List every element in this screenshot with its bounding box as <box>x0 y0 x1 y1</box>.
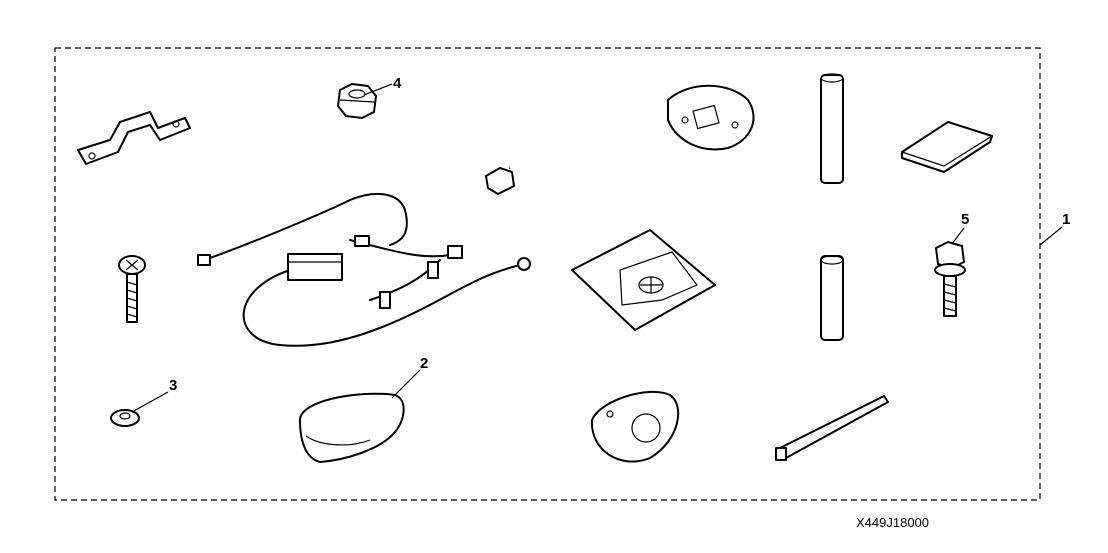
screw <box>118 255 146 323</box>
spacer-tube-bottom <box>820 255 844 341</box>
spacer-tube-top <box>820 73 844 184</box>
callout-2: 2 <box>420 355 428 372</box>
antenna-base <box>590 390 680 463</box>
wire-harness <box>197 192 531 347</box>
callout-1: 1 <box>1062 211 1070 228</box>
callout-3: 3 <box>169 377 177 394</box>
kit-boundary <box>54 47 1041 501</box>
callout-4: 4 <box>393 75 402 92</box>
callout-5: 5 <box>961 211 969 228</box>
antenna-cover <box>299 392 405 463</box>
installation-template <box>571 229 716 331</box>
diagram-code: X449J18000 <box>856 515 929 530</box>
adhesive-pad <box>901 121 993 173</box>
hex-nut <box>337 83 377 119</box>
cable-tie <box>775 395 889 461</box>
washer <box>110 409 140 427</box>
flange-bolt <box>934 241 966 317</box>
antenna-cable <box>485 84 755 195</box>
mounting-bracket <box>77 111 191 165</box>
